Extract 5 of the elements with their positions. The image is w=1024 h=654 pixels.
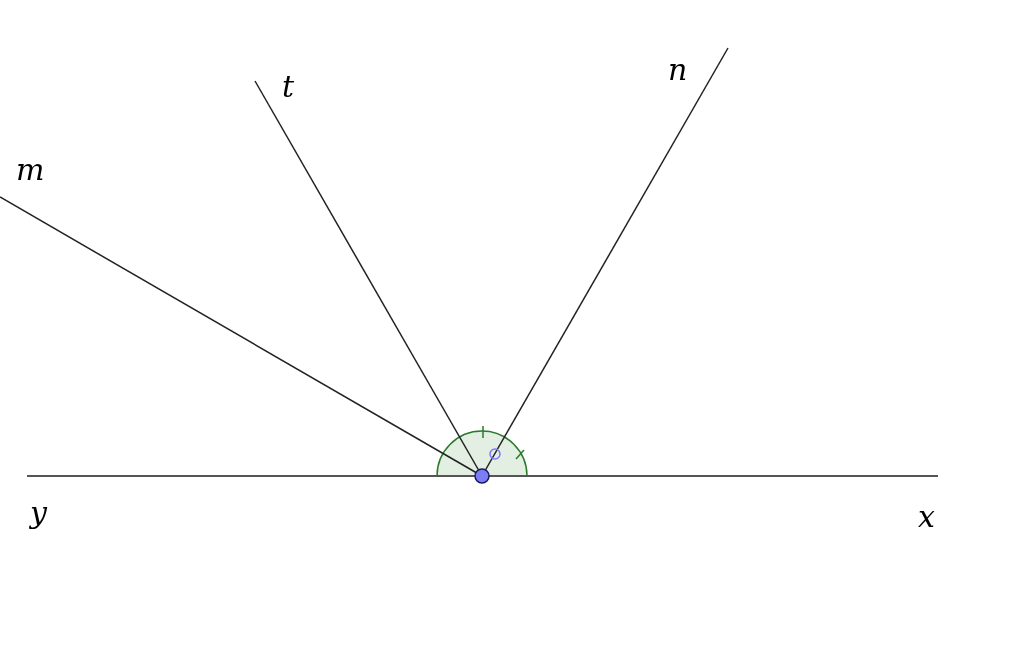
line-label: m (16, 155, 45, 185)
line-label: n (668, 55, 688, 85)
line-label: x (918, 502, 935, 532)
line-label: y (30, 498, 47, 528)
line-label: t (282, 72, 295, 102)
